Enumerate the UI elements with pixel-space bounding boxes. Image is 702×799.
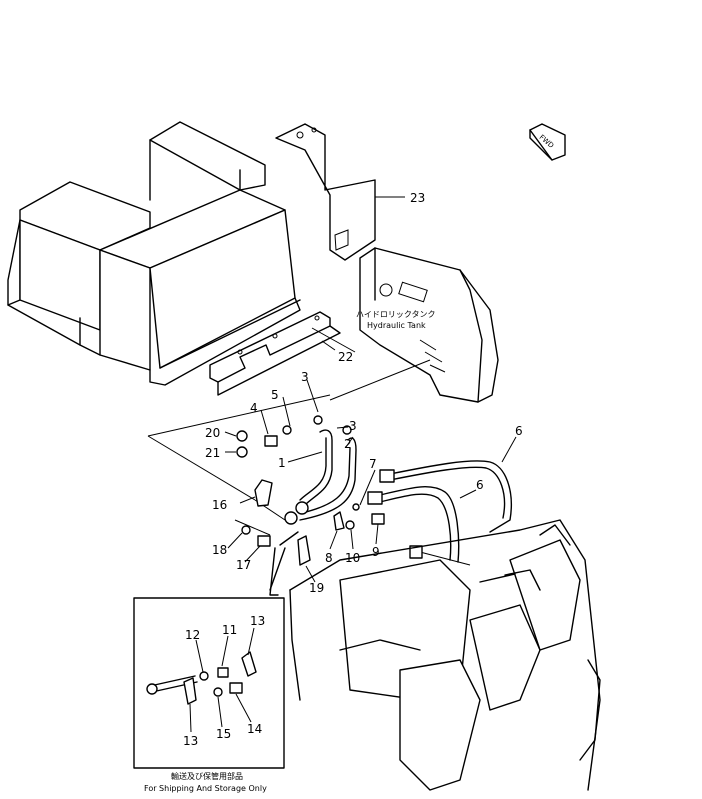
- inset-label-jp: 輸送及び保管用部品: [171, 771, 243, 781]
- cover-23: [275, 123, 405, 261]
- inset-panel: [133, 597, 285, 769]
- hydraulic-tank: [329, 247, 499, 403]
- callout-13: 13: [183, 734, 198, 748]
- hose-6-lower: [367, 486, 471, 566]
- callout-13: 13: [250, 614, 265, 628]
- callout-21: 21: [205, 446, 220, 460]
- fittings: [284, 415, 352, 525]
- callout-7: 7: [369, 457, 377, 471]
- fender-cover: [7, 121, 301, 386]
- callout-1: 1: [278, 456, 286, 470]
- callout-19: 19: [309, 581, 324, 595]
- callout-10: 10: [345, 551, 360, 565]
- ripper-frame: [289, 519, 601, 791]
- callout-2: 2: [344, 437, 352, 451]
- callout-4: 4: [250, 401, 258, 415]
- callout-9: 9: [372, 545, 380, 559]
- callout-12: 12: [185, 628, 200, 642]
- tank-label-jp: ハイドロリックタンク: [356, 310, 436, 319]
- callout-14: 14: [247, 722, 262, 736]
- inset-label-en: For Shipping And Storage Only: [144, 784, 267, 793]
- small-parts: [236, 425, 385, 596]
- callout-18: 18: [212, 543, 227, 557]
- callout-numbers: 1 2 3 3 4 5 6 6 7 8 9 10 11 12 13 13 14 …: [183, 191, 523, 748]
- callout-20: 20: [205, 426, 220, 440]
- callout-15: 15: [216, 727, 231, 741]
- callout-8: 8: [325, 551, 333, 565]
- callout-23: 23: [410, 191, 425, 205]
- leader-lines: [189, 340, 517, 733]
- bracket-22: [209, 311, 356, 396]
- hose-6-upper: [379, 460, 512, 533]
- callout-17: 17: [236, 558, 251, 572]
- callout-5: 5: [271, 388, 279, 402]
- callout-6: 6: [515, 424, 523, 438]
- tube-1: [299, 429, 333, 506]
- callout-3: 3: [349, 419, 357, 433]
- mounting-plate: [147, 394, 331, 536]
- tank-label-en: Hydraulic Tank: [367, 321, 426, 330]
- callout-22: 22: [338, 350, 353, 364]
- fwd-arrow-icon: [529, 123, 566, 161]
- callout-11: 11: [222, 623, 237, 637]
- callout-3: 3: [301, 370, 309, 384]
- callout-16: 16: [212, 498, 227, 512]
- callout-6: 6: [476, 478, 484, 492]
